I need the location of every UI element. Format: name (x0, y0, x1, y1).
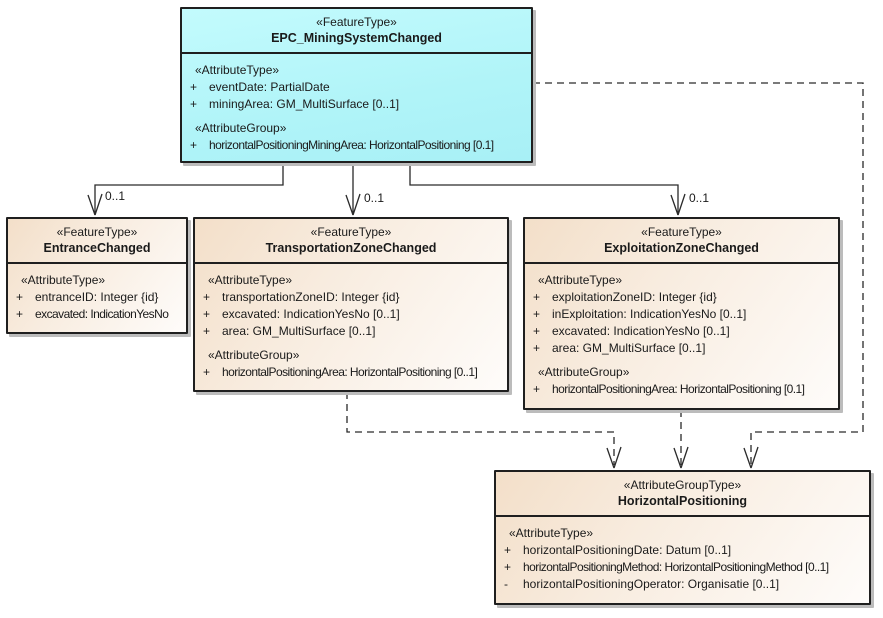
attribute-compartment: «AttributeType» + entranceID: Integer {i… (8, 264, 186, 323)
attribute-text: excavated: IndicationYesNo [0..1] (222, 307, 400, 321)
visibility-marker: + (504, 560, 512, 574)
visibility-marker: + (203, 290, 211, 304)
class-header: «FeatureType» EntranceChanged (8, 219, 186, 264)
class-header: «FeatureType» TransportationZoneChanged (195, 219, 507, 264)
attribute-compartment: «AttributeType» + eventDate: PartialDate… (182, 54, 531, 154)
class-name: EPC_MiningSystemChanged (271, 31, 442, 45)
section-header: «AttributeType» (195, 63, 280, 77)
attribute-row: + entranceID: Integer {id} (8, 289, 186, 306)
attribute-compartment: «AttributeType» + transportationZoneID: … (195, 264, 507, 381)
dependency-line-epc-horizontalpositioning (533, 82, 864, 465)
visibility-marker: + (533, 290, 541, 304)
attribute-text: horizontalPositioningDate: Datum [0..1] (523, 543, 732, 557)
visibility-marker: - (504, 577, 508, 591)
class-name: EntranceChanged (43, 241, 151, 255)
attribute-text: horizontalPositioningOperator: Organisat… (523, 577, 780, 591)
attribute-compartment: «AttributeType» + exploitationZoneID: In… (525, 264, 838, 398)
visibility-marker: + (533, 382, 541, 396)
attribute-text: miningArea: GM_MultiSurface [0..1] (209, 97, 400, 111)
attribute-text: excavated: IndicationYesNo (35, 307, 169, 321)
attribute-text: entranceID: Integer {id} (35, 290, 159, 304)
dependency-line-transportation-horizontalpositioning (346, 392, 615, 465)
attribute-row: + transportationZoneID: Integer {id} (195, 289, 507, 306)
visibility-marker: + (203, 365, 211, 379)
stereotype-label: «FeatureType» (641, 225, 722, 239)
class-header: «FeatureType» ExploitationZoneChanged (525, 219, 838, 264)
stereotype-label: «FeatureType» (316, 15, 397, 29)
class-entrancechanged[interactable]: «FeatureType» EntranceChanged «Attribute… (6, 217, 188, 334)
section-header: «AttributeType» (21, 273, 106, 287)
attribute-row: + excavated: IndicationYesNo (8, 306, 186, 323)
class-name: ExploitationZoneChanged (604, 241, 759, 255)
attribute-text: area: GM_MultiSurface [0..1] (222, 324, 376, 338)
class-name: TransportationZoneChanged (265, 241, 437, 255)
attribute-text: transportationZoneID: Integer {id} (222, 290, 400, 304)
section-header: «AttributeType» (208, 273, 293, 287)
attribute-row: + miningArea: GM_MultiSurface [0..1] (182, 96, 531, 113)
class-header: «AttributeGroupType» HorizontalPositioni… (496, 472, 869, 517)
attribute-row: + horizontalPositioningArea: HorizontalP… (195, 364, 507, 381)
class-exploitationzonechanged[interactable]: «FeatureType» ExploitationZoneChanged «A… (523, 217, 840, 410)
section-header: «AttributeGroup» (208, 348, 300, 362)
stereotype-label: «FeatureType» (310, 225, 392, 239)
open-arrowhead-icon (743, 446, 759, 469)
class-epc-miningsystemchanged[interactable]: «FeatureType» EPC_MiningSystemChanged «A… (180, 7, 533, 163)
section-header: «AttributeGroup» (195, 121, 287, 135)
attribute-row: + inExploitation: IndicationYesNo [0..1] (525, 306, 838, 323)
attribute-row: + horizontalPositioningDate: Datum [0..1… (496, 542, 869, 559)
attribute-row: + horizontalPositioningMethod: Horizonta… (496, 559, 869, 576)
class-transportationzonechanged[interactable]: «FeatureType» TransportationZoneChanged … (193, 217, 509, 392)
association-line-exploitation (409, 163, 679, 215)
attribute-text: exploitationZoneID: Integer {id} (552, 290, 717, 304)
visibility-marker: + (533, 341, 541, 355)
stereotype-label: «AttributeGroupType» (623, 478, 742, 492)
multiplicity-label: 0..1 (689, 191, 710, 205)
attribute-row: + eventDate: PartialDate (182, 79, 531, 96)
attribute-row: - horizontalPositioningOperator: Organis… (496, 576, 869, 593)
class-name: HorizontalPositioning (617, 494, 748, 508)
attribute-row: + area: GM_MultiSurface [0..1] (195, 323, 507, 340)
attribute-text: excavated: IndicationYesNo [0..1] (552, 324, 730, 338)
attribute-text: horizontalPositioningMethod: HorizontalP… (523, 560, 829, 574)
section-header: «AttributeGroup» (538, 365, 630, 379)
association-line-entrance (94, 163, 284, 215)
attribute-compartment: «AttributeType» + horizontalPositioningD… (496, 517, 869, 593)
attribute-row: + area: GM_MultiSurface [0..1] (525, 340, 838, 357)
attribute-row: + exploitationZoneID: Integer {id} (525, 289, 838, 306)
visibility-marker: + (16, 307, 24, 321)
open-arrowhead-icon (87, 193, 103, 216)
attribute-text: horizontalPositioningMiningArea: Horizon… (209, 138, 494, 152)
open-arrowhead-icon (670, 193, 686, 216)
attribute-text: eventDate: PartialDate (209, 80, 330, 94)
attribute-row: + excavated: IndicationYesNo [0..1] (525, 323, 838, 340)
open-arrowhead-icon (673, 446, 689, 469)
class-header: «FeatureType» EPC_MiningSystemChanged (182, 9, 531, 54)
attribute-text: horizontalPositioningArea: HorizontalPos… (552, 382, 805, 396)
visibility-marker: + (533, 324, 541, 338)
stereotype-label: «FeatureType» (56, 225, 138, 239)
multiplicity-label: 0..1 (105, 189, 126, 203)
visibility-marker: + (533, 307, 541, 321)
visibility-marker: + (203, 324, 211, 338)
section-header: «AttributeType» (509, 526, 594, 540)
open-arrowhead-icon (606, 446, 622, 469)
attribute-text: horizontalPositioningArea: HorizontalPos… (222, 365, 478, 379)
visibility-marker: + (504, 543, 512, 557)
attribute-text: area: GM_MultiSurface [0..1] (552, 341, 706, 355)
visibility-marker: + (190, 138, 198, 152)
open-arrowhead-icon (345, 193, 361, 216)
visibility-marker: + (190, 97, 198, 111)
visibility-marker: + (16, 290, 24, 304)
attribute-row: + horizontalPositioningMiningArea: Horiz… (182, 137, 531, 154)
attribute-row: + excavated: IndicationYesNo [0..1] (195, 306, 507, 323)
attribute-row: + horizontalPositioningArea: HorizontalP… (525, 381, 838, 398)
multiplicity-label: 0..1 (364, 191, 385, 205)
attribute-text: inExploitation: IndicationYesNo [0..1] (552, 307, 747, 321)
visibility-marker: + (203, 307, 211, 321)
section-header: «AttributeType» (538, 273, 623, 287)
class-horizontalpositioning[interactable]: «AttributeGroupType» HorizontalPositioni… (494, 470, 871, 605)
visibility-marker: + (190, 80, 198, 94)
